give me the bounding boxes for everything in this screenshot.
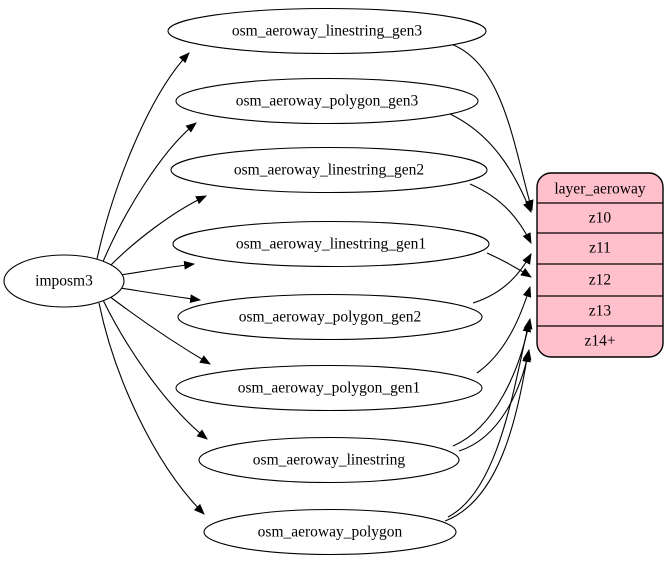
- node-osm_aeroway_polygon_gen3: osm_aeroway_polygon_gen3: [175, 77, 479, 125]
- table-label: osm_aeroway_polygon_gen2: [239, 309, 422, 326]
- edge-osm_aeroway_polygon_gen2-to-z11: [472, 253, 532, 304]
- edge-imposm3-to-osm_aeroway_polygon_gen2: [119, 287, 202, 304]
- node-osm_aeroway_polygon_gen2: osm_aeroway_polygon_gen2: [177, 293, 483, 341]
- edge-osm_aeroway_polygon-to-z13: [447, 320, 532, 518]
- table-label: osm_aeroway_linestring_gen2: [234, 162, 424, 179]
- edge-imposm3-to-osm_aeroway_linestring_gen3: [96, 52, 190, 260]
- edge-imposm3-to-osm_aeroway_linestring: [102, 299, 208, 440]
- table-ellipse: [167, 7, 487, 55]
- record-row-z13: z13: [589, 303, 612, 320]
- edge-imposm3-to-osm_aeroway_polygon: [98, 302, 205, 515]
- record-title: layer_aeroway: [554, 181, 645, 198]
- node-osm_aeroway_polygon_gen1: osm_aeroway_polygon_gen1: [175, 364, 483, 412]
- edge-osm_aeroway_polygon_gen3-to-z10: [449, 113, 532, 214]
- table-ellipse: [198, 436, 460, 484]
- node-osm_aeroway_linestring_gen1: osm_aeroway_linestring_gen1: [172, 220, 490, 268]
- table-label: osm_aeroway_polygon_gen3: [236, 93, 419, 110]
- table-ellipse: [175, 364, 483, 412]
- record-row-z11: z11: [589, 240, 611, 257]
- record-row-z14plus: z14+: [584, 333, 615, 350]
- table-label: osm_aeroway_polygon: [258, 524, 403, 541]
- edge-imposm3-to-osm_aeroway_linestring_gen2: [106, 195, 207, 270]
- edge-imposm3-to-osm_aeroway_linestring_gen1: [119, 260, 196, 276]
- table-label: osm_aeroway_linestring_gen3: [232, 23, 423, 40]
- edge-imposm3-to-osm_aeroway_polygon_gen3: [101, 122, 197, 265]
- table-ellipse: [177, 293, 483, 341]
- edge-osm_aeroway_linestring_gen1-to-z12: [486, 252, 532, 278]
- edge-osm_aeroway_linestring_gen2-to-z11: [469, 183, 532, 244]
- node-imposm3: imposm3: [3, 254, 125, 308]
- record-box: [536, 172, 664, 358]
- node-osm_aeroway_linestring_gen2: osm_aeroway_linestring_gen2: [170, 146, 488, 194]
- record-row-z12: z12: [589, 272, 611, 289]
- table-label: osm_aeroway_linestring: [253, 452, 406, 469]
- table-ellipse: [203, 508, 457, 556]
- edges-to-layer: [444, 43, 534, 522]
- edge-imposm3-to-osm_aeroway_polygon_gen1: [108, 295, 211, 365]
- edges-from-source: [96, 52, 211, 515]
- imposm3-label: imposm3: [35, 273, 93, 290]
- table-ellipse: [170, 146, 488, 194]
- edge-osm_aeroway_polygon_gen1-to-z12: [476, 285, 532, 374]
- record-layer_aeroway: layer_aeroway z10 z11 z12 z13 z14+: [536, 172, 664, 358]
- table-label: osm_aeroway_linestring_gen1: [236, 236, 426, 253]
- node-osm_aeroway_polygon: osm_aeroway_polygon: [203, 508, 457, 556]
- edge-osm_aeroway_polygon-to-z14: [444, 350, 531, 522]
- imposm3-ellipse: [3, 254, 125, 308]
- node-osm_aeroway_linestring_gen3: osm_aeroway_linestring_gen3: [167, 7, 487, 55]
- node-osm_aeroway_linestring: osm_aeroway_linestring: [198, 436, 460, 484]
- table-ellipse: [172, 220, 490, 268]
- table-label: osm_aeroway_polygon_gen1: [238, 380, 421, 397]
- edge-osm_aeroway_linestring_gen3-to-z10: [450, 43, 534, 212]
- table-ellipse: [175, 77, 479, 125]
- record-row-z10: z10: [589, 210, 612, 227]
